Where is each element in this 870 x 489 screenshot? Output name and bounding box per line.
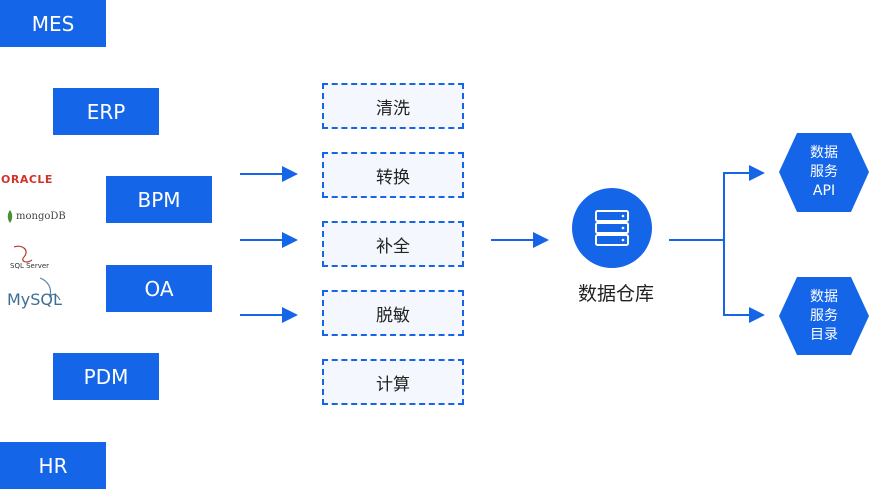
output-api-label: 数据 服务 API xyxy=(779,144,869,201)
process-compute: 计算 xyxy=(322,359,464,405)
process-complete: 补全 xyxy=(322,221,464,267)
output-hexagon-api xyxy=(779,133,869,212)
output-catalog-line-1: 数据 xyxy=(810,289,838,305)
sqlserver-icon xyxy=(13,245,33,263)
server-icon xyxy=(595,210,629,246)
source-pdm: PDM xyxy=(53,353,159,400)
source-hr: HR xyxy=(0,442,106,489)
branch-line xyxy=(669,165,765,241)
output-api-line-2: 服务 xyxy=(810,164,838,180)
sqlserver-logo: SQL Server xyxy=(10,262,50,270)
output-api-line-1: 数据 xyxy=(810,145,838,161)
mysql-logo: MySQL xyxy=(7,290,62,309)
process-clean: 清洗 xyxy=(322,83,464,129)
source-erp: ERP xyxy=(53,88,159,135)
mysql-dolphin-icon xyxy=(39,277,61,301)
source-mes: MES xyxy=(0,0,106,47)
output-catalog-label: 数据 服务 目录 xyxy=(779,288,869,345)
process-mask: 脱敏 xyxy=(322,290,464,336)
source-bpm: BPM xyxy=(106,176,212,223)
source-oa: OA xyxy=(106,265,212,312)
output-catalog-line-3: 目录 xyxy=(810,327,838,343)
mongodb-leaf-icon xyxy=(7,210,13,223)
mongodb-logo: mongoDB xyxy=(16,211,66,222)
warehouse-label: 数据仓库 xyxy=(577,283,654,305)
output-catalog-line-2: 服务 xyxy=(810,308,838,324)
output-api-line-3: API xyxy=(812,183,836,199)
output-hexagon-catalog xyxy=(779,277,869,355)
branch-line-lower xyxy=(723,240,765,323)
warehouse-circle xyxy=(572,188,652,268)
oracle-logo: ORACLE xyxy=(1,173,53,186)
process-transform: 转换 xyxy=(322,152,464,198)
